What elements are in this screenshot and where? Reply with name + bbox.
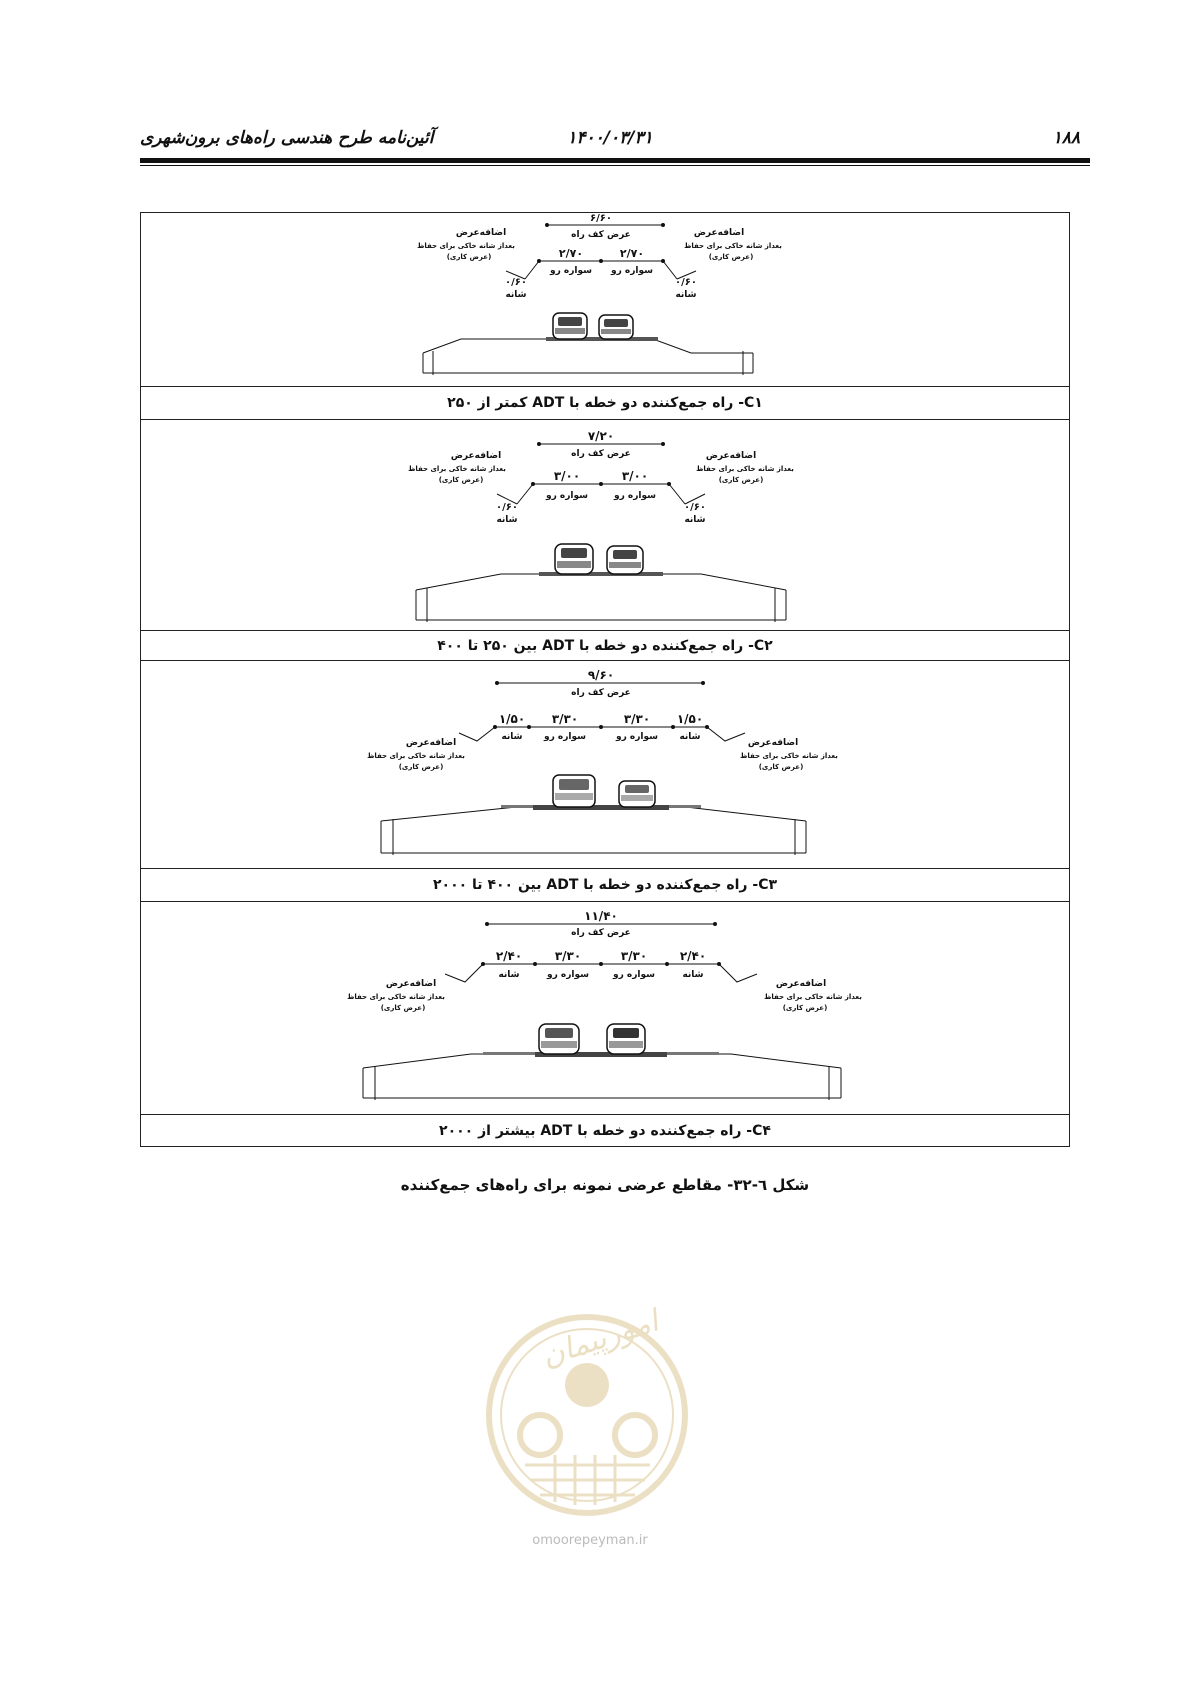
- lane-label: سواره رو: [612, 970, 655, 980]
- shoulder-label: شانه: [675, 290, 696, 300]
- cross-section-c1: ۶/۶۰ عرض کف راه ۲/۷۰ ۲/۷۰ سواره رو سواره…: [141, 213, 1069, 387]
- total-width-value: ۹/۶۰: [588, 668, 614, 682]
- extra-width-note: بعداز شانه خاکی برای حفاظ: [684, 242, 782, 250]
- header-rule-thin: [140, 165, 1090, 166]
- shoulder-label: شانه: [496, 515, 517, 525]
- shoulder-label: شانه: [501, 732, 522, 742]
- car-icon: [538, 1023, 580, 1055]
- extra-width-note: (عرض کاری): [709, 253, 754, 261]
- panel-caption-c4: C۴- راه جمع‌کننده دو خطه با ADT بیشتر از…: [439, 1123, 771, 1139]
- lane-label: سواره رو: [615, 732, 658, 742]
- car-icon: [554, 543, 594, 575]
- lane-label: سواره رو: [545, 491, 588, 501]
- watermark-logo-text: امورپیمان: [537, 1303, 666, 1375]
- total-width-value: ۷/۲۰: [588, 429, 614, 443]
- extra-width-label: اضافه‌عرض: [748, 738, 798, 748]
- panel-caption-c3: C۳- راه جمع‌کننده دو خطه با ADT بین ۴۰۰ …: [141, 869, 1069, 902]
- total-width-value: ۶/۶۰: [590, 213, 612, 224]
- lane-width-value: ۳/۰۰: [554, 469, 580, 483]
- car-icon: [606, 1023, 646, 1055]
- lane-width-value: ۲/۷۰: [620, 247, 644, 260]
- shoulder-width-value: ۰/۶۰: [496, 502, 518, 513]
- shoulder-width-value: ۰/۶۰: [675, 277, 697, 288]
- extra-width-note: بعداز شانه خاکی برای حفاظ: [408, 465, 506, 473]
- lane-label: سواره رو: [549, 266, 592, 276]
- extra-width-note: بعداز شانه خاکی برای حفاظ: [696, 465, 794, 473]
- lane-width-value: ۳/۳۰: [555, 949, 581, 963]
- lane-width-value: ۲/۷۰: [559, 247, 583, 260]
- shoulder-label: شانه: [684, 515, 705, 525]
- panel-caption-c2: C۲- راه جمع‌کننده دو خطه با ADT بین ۲۵۰ …: [141, 631, 1069, 661]
- extra-width-note: بعداز شانه خاکی برای حفاظ: [417, 242, 515, 250]
- extra-width-note: بعداز شانه خاکی برای حفاظ: [740, 752, 838, 760]
- page-number: ۱۸۸: [1052, 128, 1080, 148]
- shoulder-width-value: ۰/۶۰: [505, 277, 527, 288]
- car-icon: [552, 312, 588, 340]
- shoulder-width-value: ۱/۵۰: [499, 712, 525, 726]
- header-date: ۱۴۰۰/۰۳/۳۱: [567, 128, 653, 148]
- header-rule-thick: [140, 158, 1090, 163]
- extra-width-note: (عرض کاری): [447, 253, 492, 261]
- extra-width-label: اضافه‌عرض: [386, 979, 436, 989]
- car-icon: [552, 774, 596, 808]
- cross-section-c3: ۹/۶۰ عرض کف راه ۱/۵۰ ۳/۳۰ ۳/۳۰ ۱/۵۰ شانه…: [141, 661, 1069, 869]
- extra-width-label: اضافه‌عرض: [406, 738, 456, 748]
- extra-width-note: (عرض کاری): [399, 763, 444, 771]
- shoulder-label: شانه: [679, 732, 700, 742]
- shoulder-width-value: ۱/۵۰: [677, 712, 703, 726]
- roadbed-width-label: عرض کف راه: [571, 230, 631, 240]
- shoulder-label: شانه: [498, 970, 519, 980]
- lane-label: سواره رو: [546, 970, 589, 980]
- shoulder-width-value: ۰/۶۰: [684, 502, 706, 513]
- document-title: آئین‌نامه طرح هندسی راه‌های برون‌شهری: [140, 128, 434, 148]
- roadbed-width-label: عرض کف راه: [571, 928, 631, 938]
- extra-width-note: بعداز شانه خاکی برای حفاظ: [764, 993, 862, 1001]
- extra-width-label: اضافه‌عرض: [706, 451, 756, 461]
- lane-label: سواره رو: [543, 732, 586, 742]
- panel-caption-c1: C۱- راه جمع‌کننده دو خطه با ADT کمتر از …: [141, 387, 1069, 420]
- extra-width-label: اضافه‌عرض: [451, 451, 501, 461]
- extra-width-note: بعداز شانه خاکی برای حفاظ: [367, 752, 465, 760]
- extra-width-note: (عرض کاری): [381, 1004, 426, 1012]
- figure-table: ۶/۶۰ عرض کف راه ۲/۷۰ ۲/۷۰ سواره رو سواره…: [140, 212, 1070, 1147]
- extra-width-note: بعداز شانه خاکی برای حفاظ: [347, 993, 445, 1001]
- lane-width-value: ۳/۳۰: [621, 949, 647, 963]
- shoulder-label: شانه: [505, 290, 526, 300]
- cross-section-c4: ۱۱/۴۰ عرض کف راه ۲/۴۰ ۳/۳۰ ۳/۳۰ ۲/۴۰ شان…: [141, 902, 1069, 1115]
- extra-width-label: اضافه‌عرض: [456, 228, 506, 238]
- shoulder-label: شانه: [682, 970, 703, 980]
- car-icon: [598, 314, 634, 340]
- shoulder-width-value: ۲/۴۰: [680, 949, 706, 963]
- lane-label: سواره رو: [610, 266, 653, 276]
- roadbed-width-label: عرض کف راه: [571, 688, 631, 698]
- extra-width-note: (عرض کاری): [439, 476, 484, 484]
- extra-width-label: اضافه‌عرض: [776, 979, 826, 989]
- car-icon: [606, 545, 644, 575]
- shoulder-width-value: ۲/۴۰: [496, 949, 522, 963]
- extra-width-label: اضافه‌عرض: [694, 228, 744, 238]
- roadbed-width-label: عرض کف راه: [571, 449, 631, 459]
- lane-width-value: ۳/۰۰: [622, 469, 648, 483]
- watermark-logo: امورپیمان: [485, 1290, 690, 1525]
- page-header: ۱۸۸ ۱۴۰۰/۰۳/۳۱ آئین‌نامه طرح هندسی راه‌ه…: [140, 128, 1080, 156]
- car-icon: [618, 780, 656, 808]
- cross-section-c2: ۷/۲۰ عرض کف راه ۳/۰۰ ۳/۰۰ سواره رو سواره…: [141, 420, 1069, 631]
- extra-width-note: (عرض کاری): [719, 476, 764, 484]
- extra-width-note: (عرض کاری): [759, 763, 804, 771]
- watermark-url: omoorepeyman.ir: [532, 1533, 648, 1548]
- total-width-value: ۱۱/۴۰: [584, 909, 618, 923]
- figure-caption: شکل ٦-۳۲- مقاطع عرضی نمونه برای راه‌های …: [400, 1176, 810, 1194]
- lane-width-value: ۳/۳۰: [552, 712, 578, 726]
- extra-width-note: (عرض کاری): [783, 1004, 828, 1012]
- lane-label: سواره رو: [613, 491, 656, 501]
- lane-width-value: ۳/۳۰: [624, 712, 650, 726]
